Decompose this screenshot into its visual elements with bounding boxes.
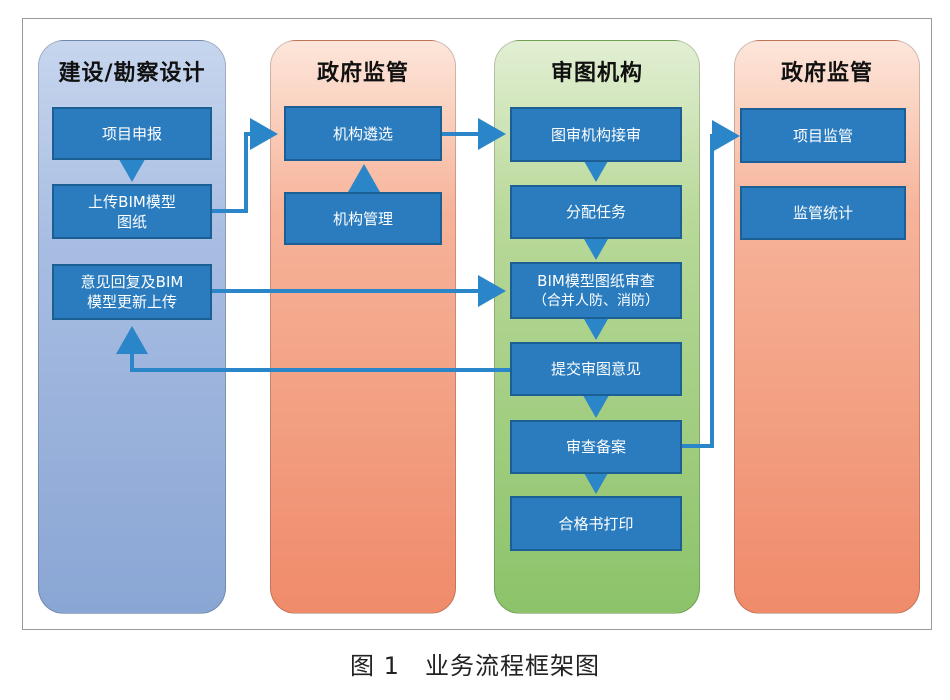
box-review-filing: 审查备案 <box>510 420 682 474</box>
box-text: 图审机构接审 <box>550 125 641 144</box>
box-text: 审查备案 <box>565 438 626 456</box>
box-text: 机构管理 <box>332 209 393 228</box>
lane-title: 政府监管 <box>780 61 873 86</box>
lane-title: 建设/勘察设计 <box>58 61 206 86</box>
box-project-application: 项目申报 <box>52 107 212 160</box>
box-agency-selection: 机构遴选 <box>284 106 442 161</box>
box-agency-management: 机构管理 <box>284 192 442 245</box>
figure-caption: 图 1 业务流程框架图 <box>350 652 600 680</box>
box-text: 意见回复及BIM <box>80 273 184 291</box>
box-text: 项目申报 <box>101 124 162 143</box>
box-submit-review-opinion: 提交审图意见 <box>510 342 682 396</box>
box-text-line2: 模型更新上传 <box>86 293 177 311</box>
box-text: BIM模型图纸审查 <box>537 271 655 290</box>
box-text: 合格书打印 <box>558 514 634 533</box>
box-text-line2: （合并人防、消防） <box>533 292 659 309</box>
box-bim-drawing-review: BIM模型图纸审查 （合并人防、消防） <box>510 262 682 319</box>
box-text: 上传BIM模型 <box>88 192 176 211</box>
box-text: 监管统计 <box>792 204 853 222</box>
box-project-supervision: 项目监管 <box>740 108 906 163</box>
box-text: 提交审图意见 <box>550 360 641 378</box>
box-text: 项目监管 <box>792 126 853 145</box>
box-response-bim-update: 意见回复及BIM 模型更新上传 <box>52 264 212 320</box>
box-assign-task: 分配任务 <box>510 185 682 239</box>
box-upload-bim-drawings: 上传BIM模型 图纸 <box>52 184 212 239</box>
box-review-intake: 图审机构接审 <box>510 107 682 162</box>
box-text: 分配任务 <box>565 203 626 221</box>
box-text-line2: 图纸 <box>116 212 147 231</box>
box-certificate-print: 合格书打印 <box>510 496 682 551</box>
box-text: 机构遴选 <box>332 124 393 143</box>
lane-title: 政府监管 <box>316 61 409 86</box>
lane-title: 审图机构 <box>550 61 643 86</box>
box-supervision-statistics: 监管统计 <box>740 186 906 240</box>
